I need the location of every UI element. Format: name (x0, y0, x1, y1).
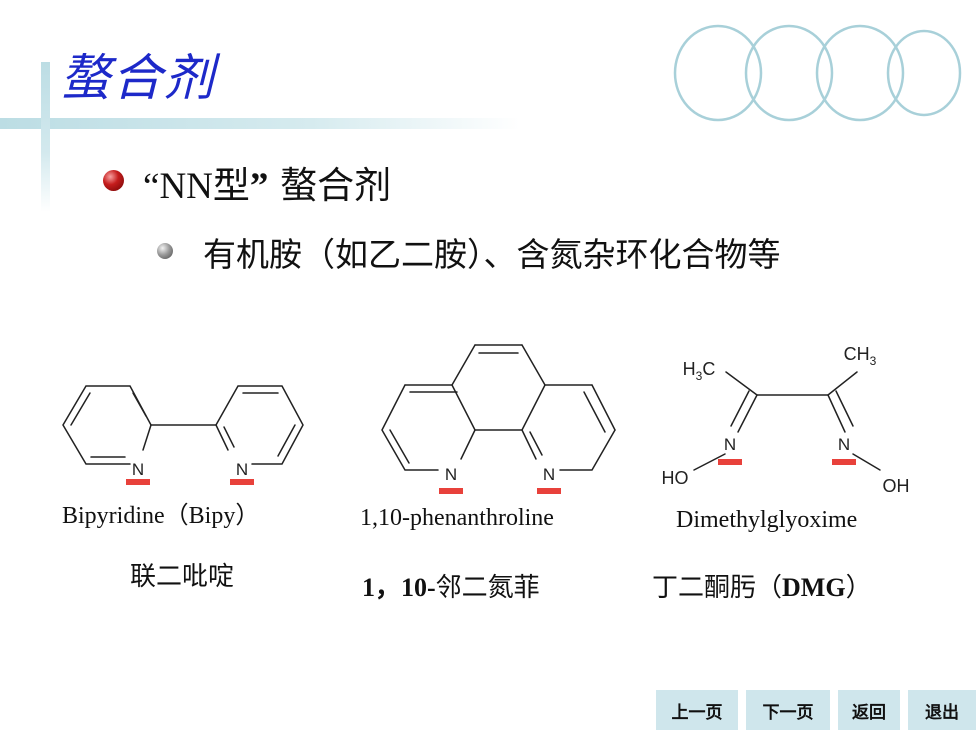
dmg-methyl-right: CH3 (844, 344, 877, 368)
phen-n1-highlight (439, 488, 463, 494)
next-page-button[interactable]: 下一页 (746, 690, 830, 730)
dmg-n1-highlight (718, 459, 742, 465)
close-quote: ” (249, 166, 269, 207)
dmg-ho-label: HO (662, 468, 689, 488)
header-vertical-bar (41, 62, 50, 212)
phenanthroline-zh-label: 1，10-邻二氮菲 (362, 567, 540, 604)
bipy-n1-label: N (132, 460, 144, 479)
header-horizontal-bar (0, 118, 520, 129)
back-button[interactable]: 返回 (838, 690, 900, 730)
bipyridine-label: Bipyridine（Bipy） (62, 503, 260, 529)
dmg-label: Dimethylglyoxime (676, 507, 858, 533)
bipy-n2-highlight (230, 479, 254, 485)
dmg-zh-label: 丁二酮肟（DMG） (652, 567, 872, 604)
nn-type-suffix: 螯合剂 (268, 164, 392, 207)
phen-number-prefix: 1，10- (362, 573, 436, 602)
dmg-abbrev: DMG (782, 573, 846, 602)
dmg-zh-name: 丁二酮肟（ (652, 573, 783, 603)
bipyridine-structure (62, 385, 304, 465)
decorative-rings (673, 24, 962, 122)
phen-zh-name: 邻二氮菲 (435, 573, 540, 603)
dmg-n1-label: N (724, 435, 736, 454)
bullet-nn-type: “NN型” 螯合剂 (143, 155, 391, 209)
phenanthroline-structure (381, 344, 616, 471)
bipy-n2-label: N (236, 460, 248, 479)
dmg-n2-highlight (832, 459, 856, 465)
nn-type-text: NN型 (159, 166, 250, 207)
dmg-n2-label: N (838, 435, 850, 454)
phenanthroline-label: 1,10-phenanthroline (360, 505, 554, 531)
phen-n2-label: N (543, 465, 555, 484)
red-bullet-icon (103, 170, 124, 191)
phen-n1-label: N (445, 465, 457, 484)
bipyridine-zh-label: 联二吡啶 (130, 562, 235, 592)
open-quote: “ (143, 166, 160, 207)
gray-bullet-icon (157, 243, 173, 259)
dmg-oh-label: OH (883, 476, 910, 496)
phen-n2-highlight (537, 488, 561, 494)
bullet-organic-amines: 有机胺（如乙二胺）、含氮杂环化合物等 (203, 235, 781, 274)
dmg-methyl-left: H3C (683, 359, 716, 383)
exit-button[interactable]: 退出 (908, 690, 976, 730)
bipy-n1-highlight (126, 479, 150, 485)
dmg-structure (693, 371, 881, 471)
dmg-close-paren: ） (845, 573, 872, 603)
prev-page-button[interactable]: 上一页 (656, 690, 738, 730)
slide-title: 螯合剂 (60, 49, 216, 107)
